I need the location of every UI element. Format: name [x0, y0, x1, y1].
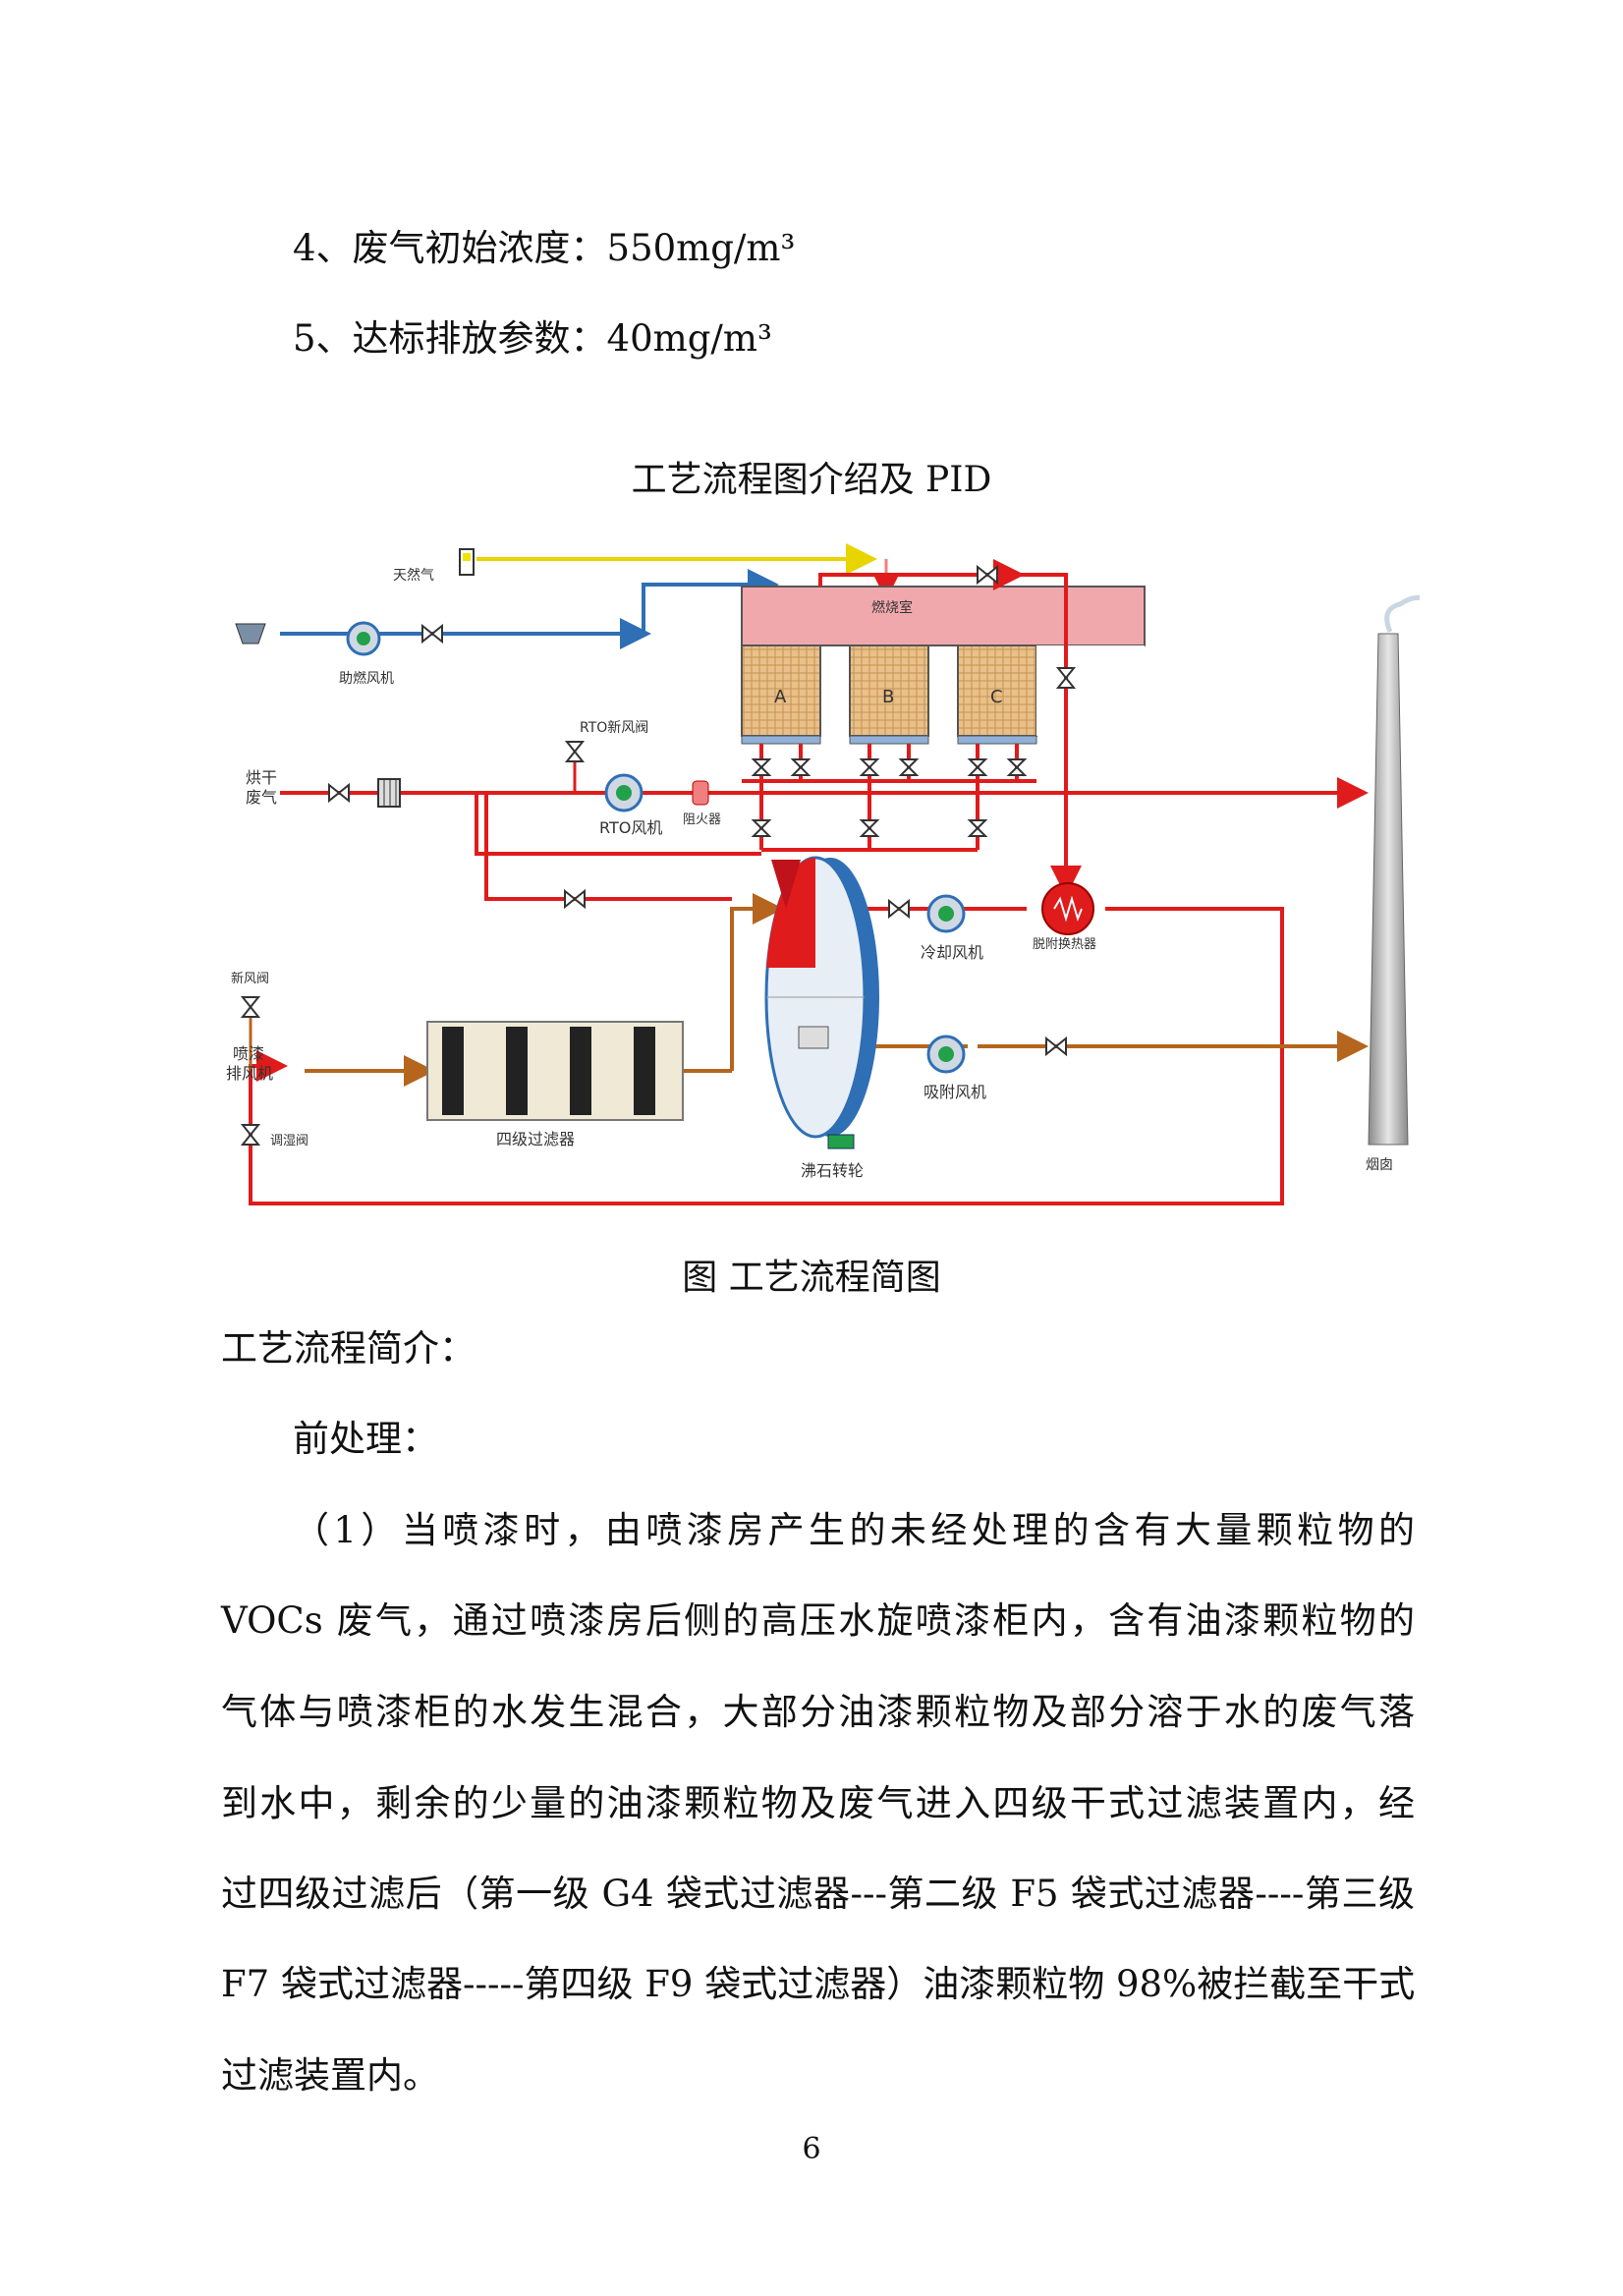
label-regulating-valve: 调湿阀: [270, 1134, 308, 1148]
label-cooling-fan: 冷却风机: [921, 943, 983, 962]
zeolite-rotor: [764, 856, 879, 1149]
label-spray-exhaust-fan-2: 排风机: [226, 1064, 273, 1083]
figure-caption: 图 工艺流程简图: [682, 1258, 941, 1298]
paragraph-line: 过滤装置内。: [221, 2054, 439, 2097]
label-natural-gas: 天然气: [393, 567, 434, 584]
label-combustion-chamber: 燃烧室: [871, 599, 913, 616]
valve-icon: [564, 741, 586, 762]
label-rto-fan: RTO风机: [599, 818, 662, 837]
valve-icon: [1055, 667, 1077, 689]
air-intake-icon: [235, 623, 266, 644]
valve-icon: [1045, 1036, 1067, 1057]
bed-outlets: [741, 735, 1037, 745]
valve-icon: [888, 898, 910, 920]
gas-meter-icon: [459, 548, 475, 576]
chimney: [1368, 594, 1420, 1146]
dry-waste-gas-line: [280, 742, 1369, 856]
param-initial-concentration: 4、废气初始浓度：550mg/m³: [293, 227, 796, 269]
adsorption-fan-icon: [926, 1035, 966, 1074]
combustion-fan-icon: [346, 621, 381, 656]
label-desorption-hx: 脱附换热器: [1033, 937, 1096, 952]
param-emission-standard: 5、达标排放参数：40mg/m³: [293, 317, 772, 360]
rto-bed-a: [741, 644, 821, 737]
paragraph-line: （1）当喷漆时，由喷漆房产生的未经处理的含有大量颗粒物的: [293, 1509, 1415, 1551]
pre-filter-icon: [377, 778, 401, 808]
label-combustion-fan: 助燃风机: [339, 670, 394, 687]
label-bed-a: A: [774, 687, 787, 707]
cooling-fan-icon: [926, 894, 966, 933]
flame-arrester-icon: [692, 780, 709, 806]
valve-icon: [421, 623, 443, 644]
valve-icon: [240, 1124, 261, 1146]
label-dry-waste-gas-1: 烘干: [246, 768, 277, 787]
paragraph-line: 到水中，剩余的少量的油漆颗粒物及废气进入四级干式过滤装置内，经: [221, 1782, 1415, 1824]
desorption-heat-exchanger-icon: [1041, 882, 1094, 935]
label-bed-c: C: [990, 687, 1003, 707]
valve-icon: [564, 888, 586, 910]
four-stage-filter: [426, 1021, 684, 1121]
label-fresh-air-valve: 新风阀: [231, 971, 269, 986]
bed-valves: [751, 758, 1028, 837]
label-zeolite-rotor: 沸石转轮: [801, 1161, 864, 1180]
process-flow-diagram: 天然气 助燃风机 燃烧室 A B C: [226, 543, 1420, 1205]
label-adsorption-fan: 吸附风机: [923, 1083, 986, 1101]
valve-icon: [240, 996, 261, 1018]
bed-valve-manifold: [742, 744, 1036, 852]
rto-spacer: [1036, 645, 1145, 736]
label-dry-waste-gas-2: 废气: [246, 788, 277, 807]
paragraph-line: 过四级过滤后（第一级 G4 袋式过滤器---第二级 F5 袋式过滤器----第三…: [221, 1873, 1415, 1915]
label-flame-arrester: 阻火器: [683, 812, 721, 827]
paragraph-line: 气体与喷漆柜的水发生混合，大部分油漆颗粒物及部分溶于水的废气落: [221, 1691, 1415, 1733]
sub-heading: 前处理：: [293, 1418, 438, 1460]
rto-fan-icon: [604, 773, 644, 812]
page-number: 6: [802, 2132, 821, 2166]
label-bed-b: B: [882, 687, 894, 707]
paragraph-line: VOCs 废气，通过喷漆房后侧的高压水旋喷漆柜内，含有油漆颗粒物的: [221, 1599, 1415, 1642]
label-spray-exhaust-fan-1: 喷漆: [233, 1044, 264, 1063]
label-chimney: 烟囱: [1366, 1157, 1393, 1173]
section-title: 工艺流程图介绍及 PID: [631, 460, 992, 500]
rto-combustion-chamber: [741, 586, 1146, 646]
label-rto-fresh-valve: RTO新风阀: [580, 720, 648, 736]
label-four-stage-filter: 四级过滤器: [496, 1130, 575, 1148]
intro-heading: 工艺流程简介：: [221, 1327, 476, 1370]
paragraph-line: F7 袋式过滤器-----第四级 F9 袋式过滤器）油漆颗粒物 98%被拦截至干…: [221, 1963, 1416, 2005]
valve-icon: [977, 564, 998, 586]
valve-icon: [328, 782, 350, 804]
